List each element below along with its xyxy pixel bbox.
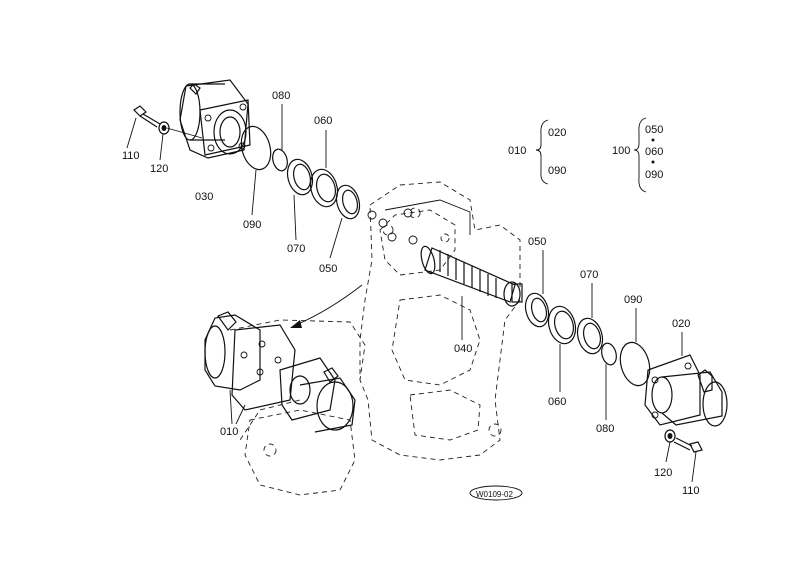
o-ring-090-left [240,125,272,216]
o-ring-080-right [601,342,617,420]
callout-070-right: 070 [580,269,598,281]
drawing-id-box [469,485,523,501]
legend-010-parent: 010 [508,145,526,157]
washer-120-left [158,121,170,161]
washer-120-right [664,429,676,463]
callout-080-top: 080 [272,90,290,102]
callout-060-bottom: 060 [548,396,566,408]
o-ring-090-right [619,308,651,387]
assembly-arrow [290,284,363,328]
callout-070-left: 070 [287,243,305,255]
cylinder-030 [166,79,251,159]
legend-100-item-2: 090 [645,169,663,181]
legend-100-item-1: 060 [645,146,663,158]
bolt-110-right [673,437,703,483]
callout-050-left: 050 [319,263,337,275]
callout-010-bottom: 010 [220,426,238,438]
legend-100-parent: 100 [612,145,630,157]
legend-100-item-0: 050 [645,124,663,136]
callout-120-left: 120 [150,163,168,175]
callout-030: 030 [195,191,213,203]
ring-060-right [547,305,577,392]
seal-070-right [576,283,604,355]
callout-090-right: 090 [624,294,642,306]
callout-040: 040 [454,343,472,355]
callout-060-top: 060 [314,115,332,127]
bolt-110-left [126,105,161,149]
drawing-id: W0109-02 [476,490,513,499]
legend-010-item-0: 020 [548,127,566,139]
callout-120-right: 120 [654,467,672,479]
legend-100-bracket [633,117,655,193]
gearbox-housing [229,181,521,496]
callout-110-left: 110 [122,150,140,162]
o-ring-080-left [272,104,288,172]
callout-110-right: 110 [682,485,700,497]
shaft-040 [420,245,523,340]
seal-070-left [286,158,314,241]
callout-020: 020 [672,318,690,330]
callout-090-left: 090 [243,219,261,231]
seal-050-right [524,250,550,328]
callout-080-bottom: 080 [596,423,614,435]
legend-010-item-1: 090 [548,165,566,177]
assembled-unit-010 [204,311,356,433]
ring-060-left [309,130,339,208]
seal-050-left [329,184,361,259]
legend-010-bracket [535,119,549,185]
callout-050-right: 050 [528,236,546,248]
cylinder-020 [644,332,728,427]
